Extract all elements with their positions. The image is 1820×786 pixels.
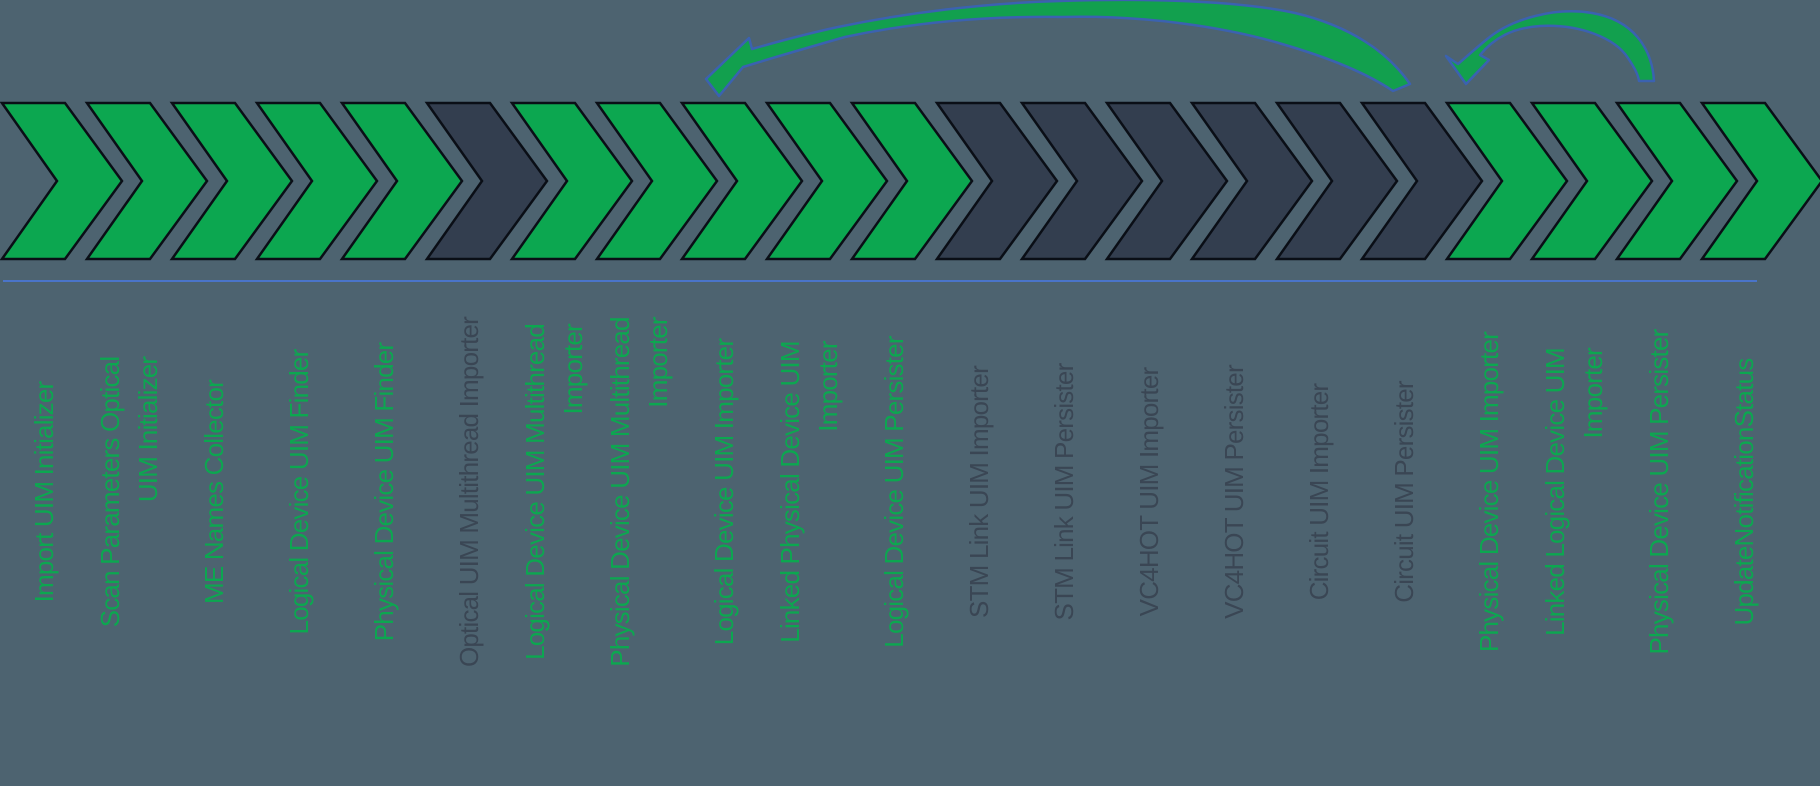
chevron-physical-device-uim-persister [1614,101,1739,261]
stage-label-scan-parameters-optical-uim-initializer: Scan Parameters Optical UIM Initializer [95,356,163,628]
long-loopback-arrow [704,0,1412,98]
stage-label-physical-device-uim-finder: Physical Device UIM Finder [369,342,399,642]
chevron-physical-device-uim-finder [339,101,464,261]
stage-label-logical-device-uim-multithread-importer: Logical Device UIM Multithread Importer [520,324,588,660]
stage-label-vc4hot-uim-importer: VC4HOT UIM Importer [1134,367,1164,617]
chevron-optical-uim-multithread-importer [424,101,549,261]
stage-label-linked-physical-device-uim-importer: Linked Physical Device UIM Importer [775,341,843,643]
chevron-physical-device-uim-importer [1444,101,1569,261]
stage-label-import-uim-initializer: Import UIM Initializer [29,381,59,603]
chevron-updatenotificationstatus [1699,101,1820,261]
stage-label-logical-device-uim-importer: Logical Device UIM Importer [709,338,739,646]
chevron-vc4hot-uim-persister [1189,101,1314,261]
chevron-circuit-uim-importer [1274,101,1399,261]
stage-label-physical-device-uim-importer: Physical Device UIM Importer [1474,331,1504,653]
stage-label-stm-link-uim-importer: STM Link UIM Importer [964,366,994,618]
chevron-logical-device-uim-finder [254,101,379,261]
chevron-logical-device-uim-multithread-importer [509,101,634,261]
chevron-import-uim-initializer [0,101,124,261]
stage-label-vc4hot-uim-persister: VC4HOT UIM Persister [1219,365,1249,619]
chevron-logical-device-uim-importer [679,101,804,261]
stage-label-physical-device-uim-multithread-importer: Physical Device UIM Multithread Importer [605,317,673,667]
chevron-me-names-collector [169,101,294,261]
chevron-physical-device-uim-multithread-importer [594,101,719,261]
stage-label-logical-device-uim-persister: Logical Device UIM Persister [879,336,909,648]
chevron-linked-logical-device-uim-importer [1529,101,1654,261]
chevron-stm-link-uim-persister [1019,101,1144,261]
stage-label-physical-device-uim-persister: Physical Device UIM Persister [1644,329,1674,655]
chevron-stm-link-uim-importer [934,101,1059,261]
chevron-logical-device-uim-persister [849,101,974,261]
chevron-circuit-uim-persister [1359,101,1484,261]
stage-label-circuit-uim-importer: Circuit UIM Importer [1304,383,1334,601]
chevron-vc4hot-uim-importer [1104,101,1229,261]
short-loopback-arrow [1444,10,1656,86]
stage-label-optical-uim-multithread-importer: Optical UIM Multithread Importer [454,316,484,668]
stage-label-me-names-collector: ME Names Collector [199,380,229,604]
stage-label-linked-logical-device-uim-importer: Linked Logical Device UIM Importer [1540,348,1608,636]
chevron-band [0,101,1820,261]
stage-label-logical-device-uim-finder: Logical Device UIM Finder [284,349,314,635]
chevron-scan-parameters-optical-uim-initializer [84,101,209,261]
stage-label-stm-link-uim-persister: STM Link UIM Persister [1049,363,1079,621]
chevron-linked-physical-device-uim-importer [764,101,889,261]
stage-label-circuit-uim-persister: Circuit UIM Persister [1389,381,1419,603]
stage-label-updatenotificationstatus: UpdateNotificationStatus [1729,358,1759,626]
